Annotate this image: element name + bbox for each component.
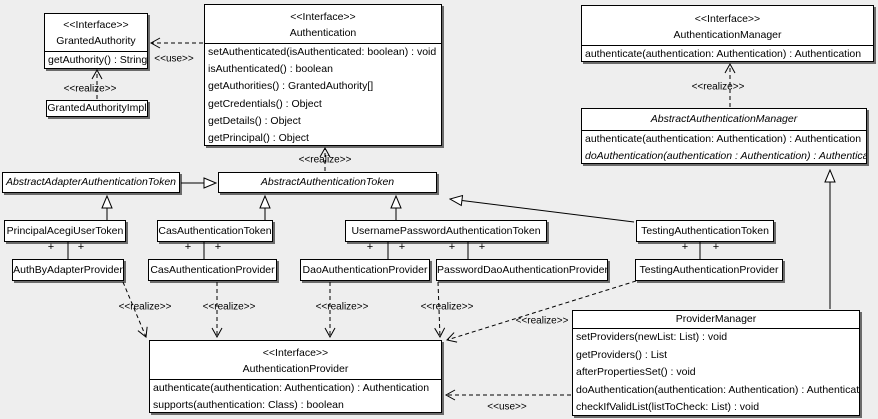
stereotype-label: <<Interface>> xyxy=(290,11,356,23)
realize-label: <<realize>> xyxy=(315,301,369,313)
method-row: authenticate(authentication: Authenticat… xyxy=(585,48,862,60)
class-name: CasAuthenticationProvider xyxy=(150,264,275,276)
class-name: AbstractAdapterAuthenticationToken xyxy=(5,176,177,188)
association-end-label: + xyxy=(681,241,689,253)
method-row: getCredentials() : Object xyxy=(208,97,322,110)
class-dao-authentication-provider[interactable]: DaoAuthenticationProvider xyxy=(300,259,430,281)
class-name: GrantedAuthority xyxy=(56,35,136,47)
class-name: AuthenticationProvider xyxy=(242,363,349,375)
class-header: AbstractAuthenticationManager xyxy=(582,109,866,130)
use-label: <<use>> xyxy=(487,401,527,413)
class-name: AbstractAuthenticationManager xyxy=(650,113,798,125)
class-authentication[interactable]: <<Interface>> Authentication setAuthenti… xyxy=(204,4,442,146)
methods-compartment: authenticate(authentication: Authenticat… xyxy=(150,379,441,414)
methods-compartment: authenticate(authentication: Authenticat… xyxy=(582,130,866,164)
class-granted-authority-impl[interactable]: GrantedAuthorityImpl xyxy=(46,100,148,117)
realize-label: <<realize>> xyxy=(420,301,474,313)
class-header: <<Interface>> Authentication xyxy=(205,5,441,43)
class-granted-authority[interactable]: <<Interface>> GrantedAuthority getAuthor… xyxy=(44,13,148,69)
class-provider-manager[interactable]: ProviderManager setProviders(newList: Li… xyxy=(572,310,860,416)
realize-label: <<realize>> xyxy=(63,83,117,95)
method-row: authenticate(authentication: Authenticat… xyxy=(153,382,430,394)
association-end-label: + xyxy=(712,241,720,253)
method-row: afterPropertiesSet() : void xyxy=(576,366,696,379)
class-name: UsernamePasswordAuthenticationToken xyxy=(351,225,541,237)
association-end-label: + xyxy=(398,241,406,253)
class-cas-authentication-provider[interactable]: CasAuthenticationProvider xyxy=(148,259,277,281)
class-authentication-provider[interactable]: <<Interface>> AuthenticationProvider aut… xyxy=(149,340,442,413)
class-name: TestingAuthenticationToken xyxy=(641,225,769,237)
method-row: doAuthentication(authentication: Authent… xyxy=(576,383,859,396)
method-row: authenticate(authentication: Authenticat… xyxy=(585,133,862,145)
association-end-label: + xyxy=(184,241,192,253)
class-name: Authentication xyxy=(289,27,357,39)
method-row: setAuthenticated(isAuthenticated: boolea… xyxy=(208,46,437,58)
edge-gen-testingauthenticationtoken xyxy=(450,199,635,223)
edge-realize-authbyadapterprovider xyxy=(122,281,148,338)
realize-label: <<realize>> xyxy=(118,301,172,313)
class-authentication-manager[interactable]: <<Interface>> AuthenticationManager auth… xyxy=(581,5,874,62)
methods-compartment: authenticate(authentication: Authenticat… xyxy=(582,45,873,62)
class-name: ProviderManager xyxy=(675,313,757,325)
method-row: getProviders() : List xyxy=(576,348,668,361)
association-end-label: + xyxy=(478,241,486,253)
use-label: <<use>> xyxy=(154,53,194,65)
stereotype-label: <<Interface>> xyxy=(262,347,329,359)
class-password-dao-authentication-provider[interactable]: PasswordDaoAuthenticationProvider xyxy=(436,259,608,281)
class-header: <<Interface>> GrantedAuthority xyxy=(45,14,147,51)
methods-compartment: setAuthenticated(isAuthenticated: boolea… xyxy=(205,43,441,147)
class-name: GrantedAuthorityImpl xyxy=(47,102,147,114)
class-header: <<Interface>> AuthenticationProvider xyxy=(150,341,441,379)
method-row: setProviders(newList: List) : void xyxy=(576,331,728,343)
association-end-label: + xyxy=(47,241,55,253)
association-end-label: + xyxy=(366,241,374,253)
realize-label: <<realize>> xyxy=(515,315,569,327)
class-name: PasswordDaoAuthenticationProvider xyxy=(437,264,607,276)
stereotype-label: <<Interface>> xyxy=(63,19,129,31)
class-abstract-adapter-authentication-token[interactable]: AbstractAdapterAuthenticationToken xyxy=(2,172,180,193)
class-name: AuthenticationManager xyxy=(673,29,782,41)
association-end-label: + xyxy=(77,241,85,253)
method-row: getAuthority() : String xyxy=(48,54,147,66)
method-row: getAuthorities() : GrantedAuthority[] xyxy=(208,80,374,93)
class-header: ProviderManager xyxy=(573,311,859,328)
association-end-label: + xyxy=(214,241,222,253)
method-row: getDetails() : Object xyxy=(208,114,301,127)
class-name: CasAuthenticationToken xyxy=(158,225,272,237)
class-name: DaoAuthenticationProvider xyxy=(302,264,428,276)
methods-compartment: setProviders(newList: List) : void getPr… xyxy=(573,328,859,417)
class-auth-by-adapter-provider[interactable]: AuthByAdapterProvider xyxy=(12,259,124,281)
class-principal-acegi-user-token[interactable]: PrincipalAcegiUserToken xyxy=(4,220,126,242)
class-testing-authentication-token[interactable]: TestingAuthenticationToken xyxy=(636,220,774,242)
class-username-password-authentication-token[interactable]: UsernamePasswordAuthenticationToken xyxy=(345,220,547,242)
realize-label: <<realize>> xyxy=(298,154,352,166)
methods-compartment: getAuthority() : String xyxy=(45,51,147,69)
class-name: PrincipalAcegiUserToken xyxy=(6,225,124,237)
method-row: doAuthentication(authentication : Authen… xyxy=(585,149,866,162)
method-row: getPrincipal() : Object xyxy=(208,132,309,145)
class-name: AbstractAuthenticationToken xyxy=(260,176,395,188)
class-cas-authentication-token[interactable]: CasAuthenticationToken xyxy=(157,220,273,242)
association-end-label: + xyxy=(448,241,456,253)
class-abstract-authentication-token[interactable]: AbstractAuthenticationToken xyxy=(218,172,437,193)
realize-label: <<realize>> xyxy=(202,301,256,313)
edge-realize-testingauthenticationprovider xyxy=(446,280,637,343)
class-header: <<Interface>> AuthenticationManager xyxy=(582,6,873,45)
class-name: TestingAuthenticationProvider xyxy=(639,264,779,276)
class-abstract-authentication-manager[interactable]: AbstractAuthenticationManager authentica… xyxy=(581,108,867,164)
method-row: checkIfValidList(listToCheck: List) : vo… xyxy=(576,401,760,414)
class-testing-authentication-provider[interactable]: TestingAuthenticationProvider xyxy=(635,259,783,281)
stereotype-label: <<Interface>> xyxy=(694,13,761,25)
method-row: isAuthenticated() : boolean xyxy=(208,63,333,76)
edge-realize-passworddaoprovider xyxy=(434,281,446,339)
method-row: supports(authentication: Class) : boolea… xyxy=(153,399,344,411)
realize-label: <<realize>> xyxy=(691,81,745,93)
class-name: AuthByAdapterProvider xyxy=(13,264,123,276)
